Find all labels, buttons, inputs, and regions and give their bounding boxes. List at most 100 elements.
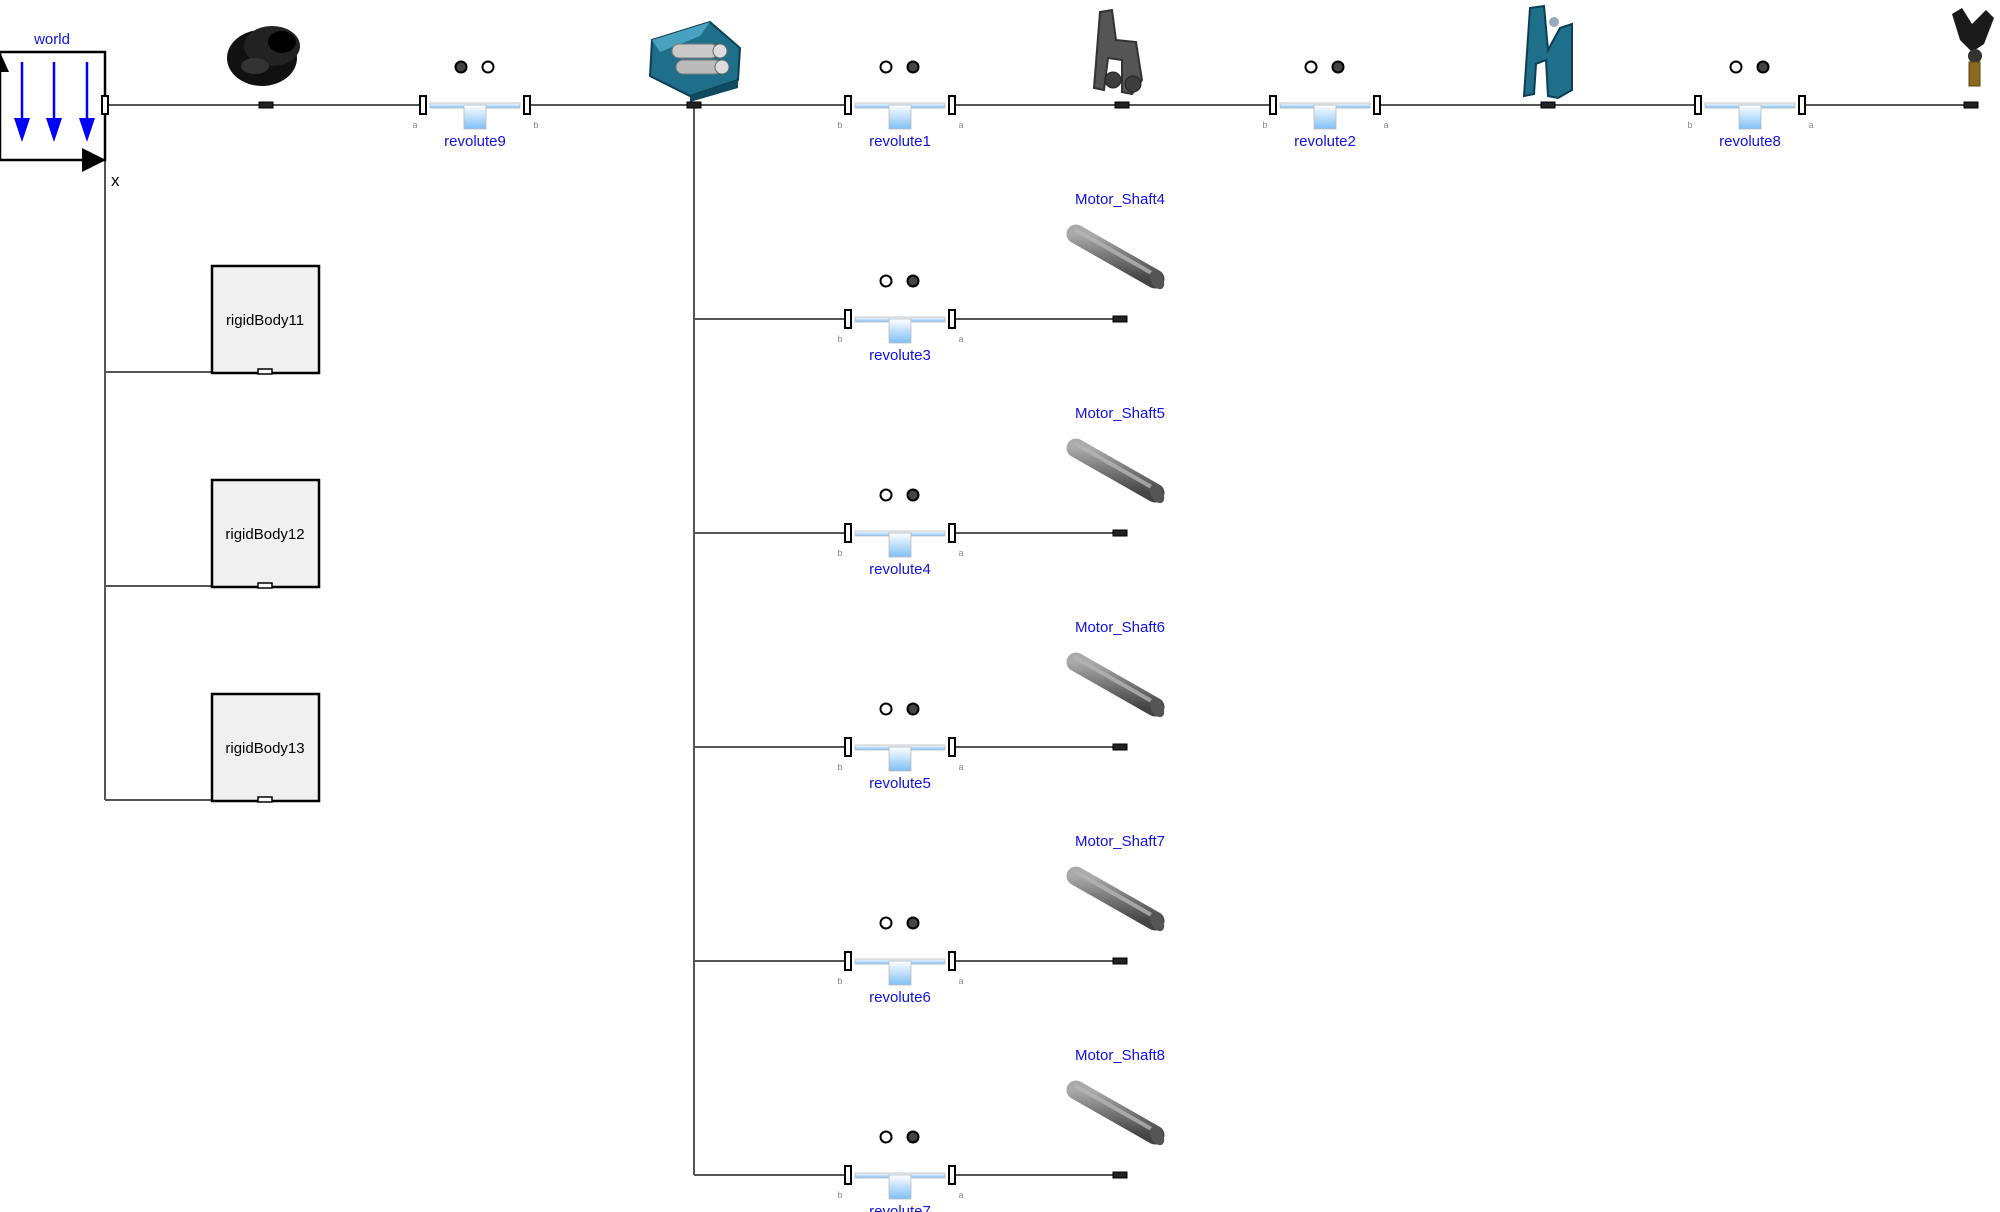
filled-dot-icon [454,60,468,74]
shaft-port[interactable] [1112,1171,1128,1179]
joint-frame-port-left[interactable] [844,309,852,329]
filled-dot-icon [906,274,920,288]
joint-label: revolute9 [444,133,506,150]
joint-frame-port-right[interactable] [948,309,956,329]
open-dot-icon [1729,60,1743,74]
shaft-port[interactable] [1112,743,1128,751]
joint-frame-port-left[interactable] [844,737,852,757]
revolute-joint[interactable]: b a revolute3 [837,274,964,365]
motor-shaft-part-icon[interactable]: Motor_Shaft4 [1066,191,1167,323]
rigid-body-label: rigidBody11 [226,312,304,329]
joint-port-letter: a [958,976,963,986]
world-frame-port[interactable] [101,95,109,115]
joint-frame-port-right[interactable] [948,1165,956,1185]
revolute-joint[interactable]: b a revolute5 [837,702,964,793]
filled-dot-icon [906,702,920,716]
joint-port-letter: b [1262,120,1267,130]
joint-port-letter: b [837,334,842,344]
joint-port-letter: b [837,548,842,558]
revolute-joint[interactable]: b a revolute1 [837,60,964,151]
x-axis-label: x [111,171,120,190]
filled-dot-icon [906,488,920,502]
filled-dot-icon [906,60,920,74]
shaft-port[interactable] [1112,529,1128,537]
joint-frame-port-left[interactable] [844,951,852,971]
joint-port-letter: a [412,120,417,130]
joint-port-letter: b [533,120,538,130]
joint-port-letter: a [958,334,963,344]
motor-housing-part-icon[interactable] [648,20,742,109]
rigid-body-13[interactable]: rigidBody13 [210,692,321,803]
open-dot-icon [1304,60,1318,74]
rigid-body-port[interactable] [257,582,273,589]
joint-frame-port-left[interactable] [1269,95,1277,115]
filled-dot-icon [906,1130,920,1144]
motor-shaft-label: Motor_Shaft7 [1075,833,1165,850]
motor-shaft-label: Motor_Shaft4 [1075,191,1165,208]
joint-port-letter: b [1687,120,1692,130]
joint-port-letter: a [958,762,963,772]
bushing-part-icon[interactable] [227,26,300,109]
filled-dot-icon [1331,60,1345,74]
revolute-joint[interactable]: b a revolute4 [837,488,964,579]
shaft-port[interactable] [1112,957,1128,965]
motor-shaft-part-icon[interactable]: Motor_Shaft5 [1066,405,1167,537]
joint-port-letter: b [837,1190,842,1200]
joint-port-letter: b [837,976,842,986]
joint-frame-port-left[interactable] [844,1165,852,1185]
rigid-body-11[interactable]: rigidBody11 [210,264,321,375]
joint-port-letter: b [837,762,842,772]
grey-link-part-icon[interactable] [1092,8,1144,109]
joint-frame-port-left[interactable] [419,95,427,115]
joint-frame-port-right[interactable] [948,951,956,971]
rigid-body-port[interactable] [257,368,273,375]
filled-dot-icon [906,916,920,930]
joint-frame-port-left[interactable] [844,523,852,543]
motor-shaft-label: Motor_Shaft8 [1075,1047,1165,1064]
joint-frame-port-right[interactable] [1798,95,1806,115]
world-block[interactable]: world x [0,31,120,190]
rigid-body-label: rigidBody12 [225,526,304,543]
rigid-body-port[interactable] [257,796,273,803]
open-dot-icon [879,916,893,930]
revolute-joint[interactable]: b a revolute7 [837,1130,964,1212]
joint-label: revolute4 [869,561,931,578]
joint-port-letter: b [837,120,842,130]
joint-port-letter: a [958,120,963,130]
joint-frame-port-right[interactable] [948,95,956,115]
motor-shaft-part-icon[interactable]: Motor_Shaft7 [1066,833,1167,965]
joint-frame-port-left[interactable] [1694,95,1702,115]
motor-shaft-part-icon[interactable]: Motor_Shaft6 [1066,619,1167,751]
wires [104,104,1970,1176]
y-axis-arrow-icon [0,52,9,72]
joint-frame-port-right[interactable] [1373,95,1381,115]
joint-port-letter: a [958,1190,963,1200]
teal-link-part-icon[interactable] [1522,4,1573,109]
open-dot-icon [879,60,893,74]
motor-shaft-label: Motor_Shaft5 [1075,405,1165,422]
shaft-port[interactable] [1112,315,1128,323]
joint-port-letter: a [958,548,963,558]
joint-port-letter: a [1808,120,1813,130]
joint-label: revolute5 [869,775,931,792]
end-effector-part-icon[interactable] [1952,8,1994,109]
joint-frame-port-right[interactable] [523,95,531,115]
joint-label: revolute3 [869,347,931,364]
joint-frame-port-right[interactable] [948,737,956,757]
filled-dot-icon [1756,60,1770,74]
revolute-joint[interactable]: a b revolute9 [412,60,539,151]
joint-label: revolute7 [869,1203,931,1212]
joint-frame-port-right[interactable] [948,523,956,543]
rigid-body-12[interactable]: rigidBody12 [210,478,321,589]
world-label: world [33,31,70,48]
joint-frame-port-left[interactable] [844,95,852,115]
joint-label: revolute1 [869,133,931,150]
motor-shaft-label: Motor_Shaft6 [1075,619,1165,636]
motor-shaft-part-icon[interactable]: Motor_Shaft8 [1066,1047,1167,1179]
open-dot-icon [879,488,893,502]
x-axis-arrow-icon [82,148,106,172]
